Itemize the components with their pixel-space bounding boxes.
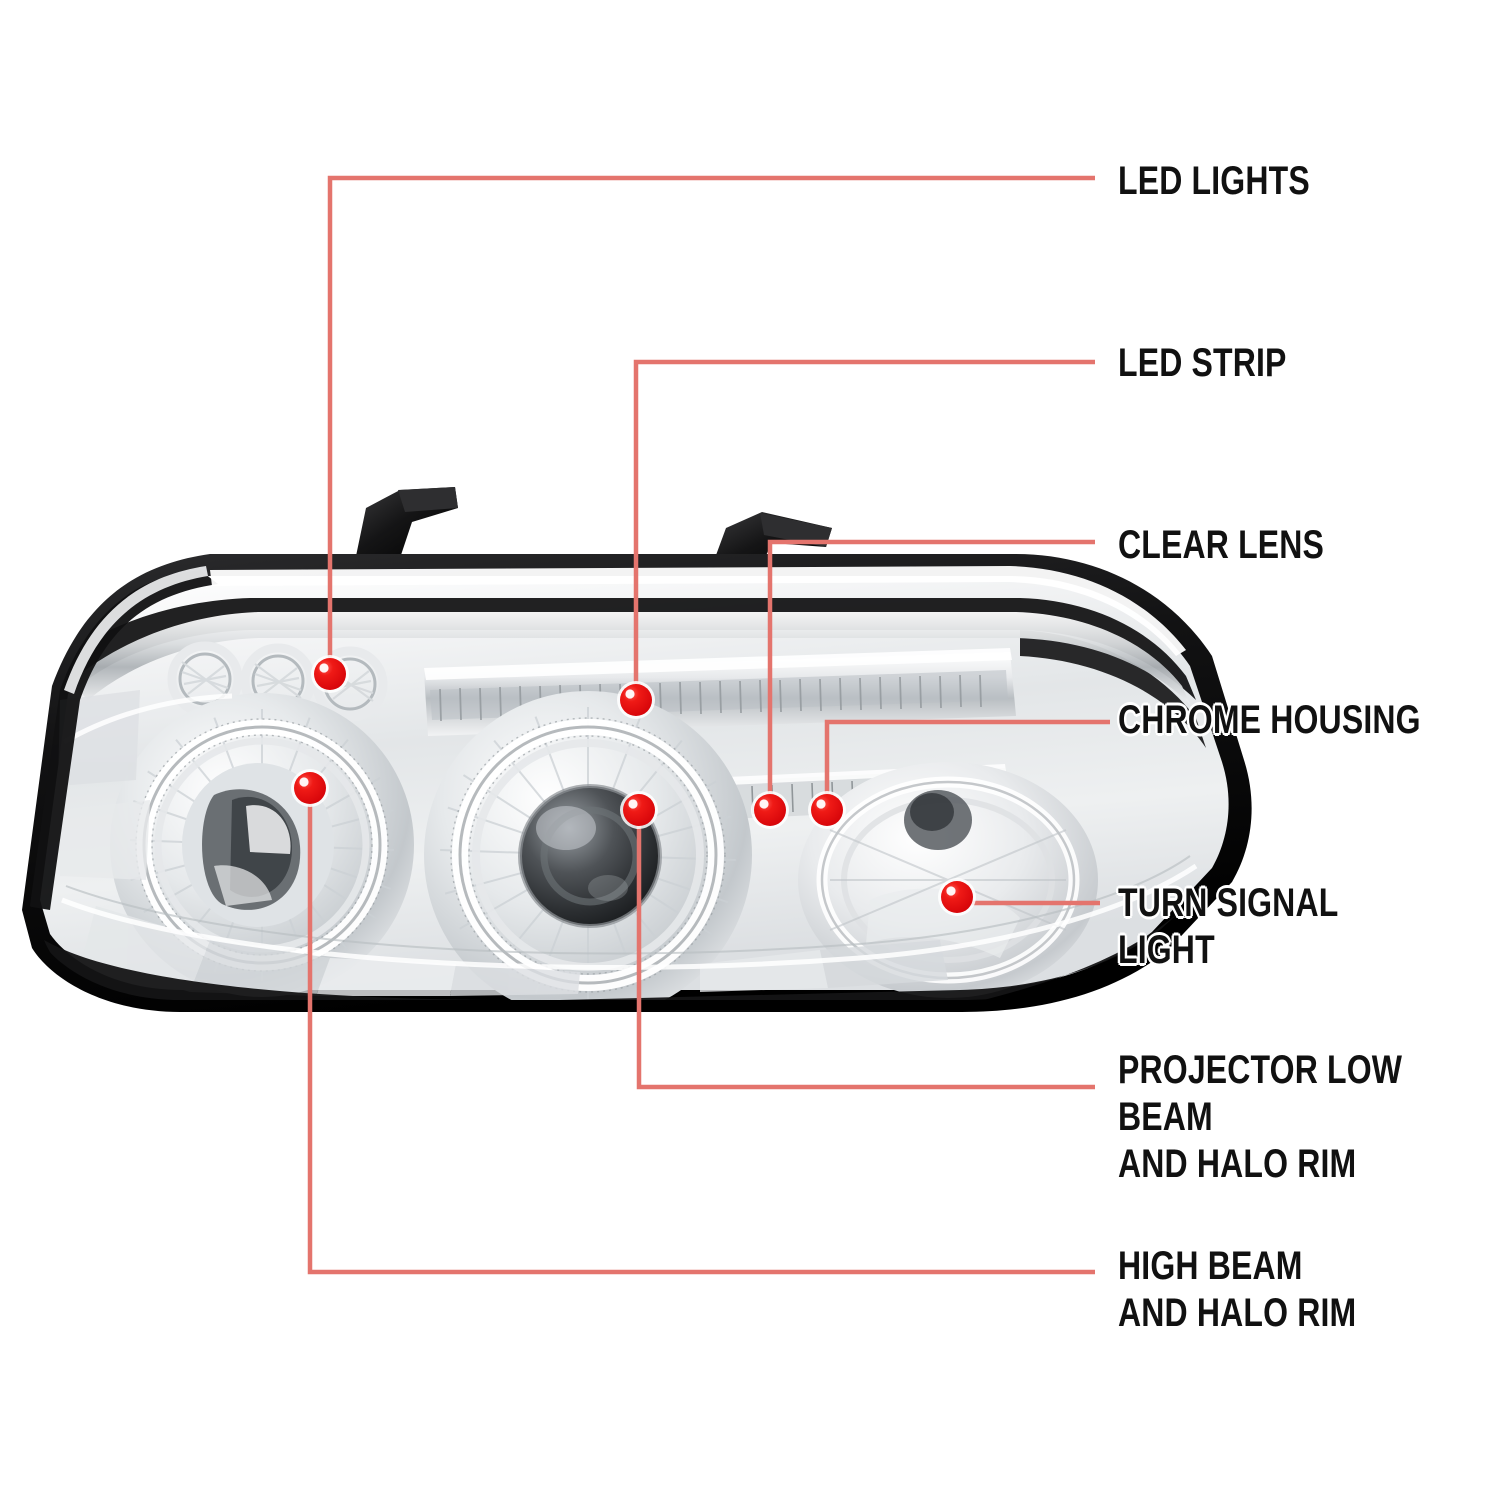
callout-label-turnsignal-light: TURN SIGNAL LIGHT	[1118, 881, 1338, 972]
callout-label-led-strip: LED STRIP	[1118, 341, 1287, 385]
callout-label-led-lights: LED LIGHTS	[1118, 159, 1310, 203]
callout-label-projector-low-beam: PROJECTOR LOW BEAM AND HALO RIM	[1118, 1048, 1403, 1186]
callout-label-high-beam: HIGH BEAM AND HALO RIM	[1118, 1244, 1357, 1335]
callout-label-clear-lens: CLEAR LENS	[1118, 523, 1325, 567]
callout-label-chrome-housing: CHROME HOUSING	[1118, 698, 1421, 742]
mounting-tab-left	[356, 487, 458, 558]
